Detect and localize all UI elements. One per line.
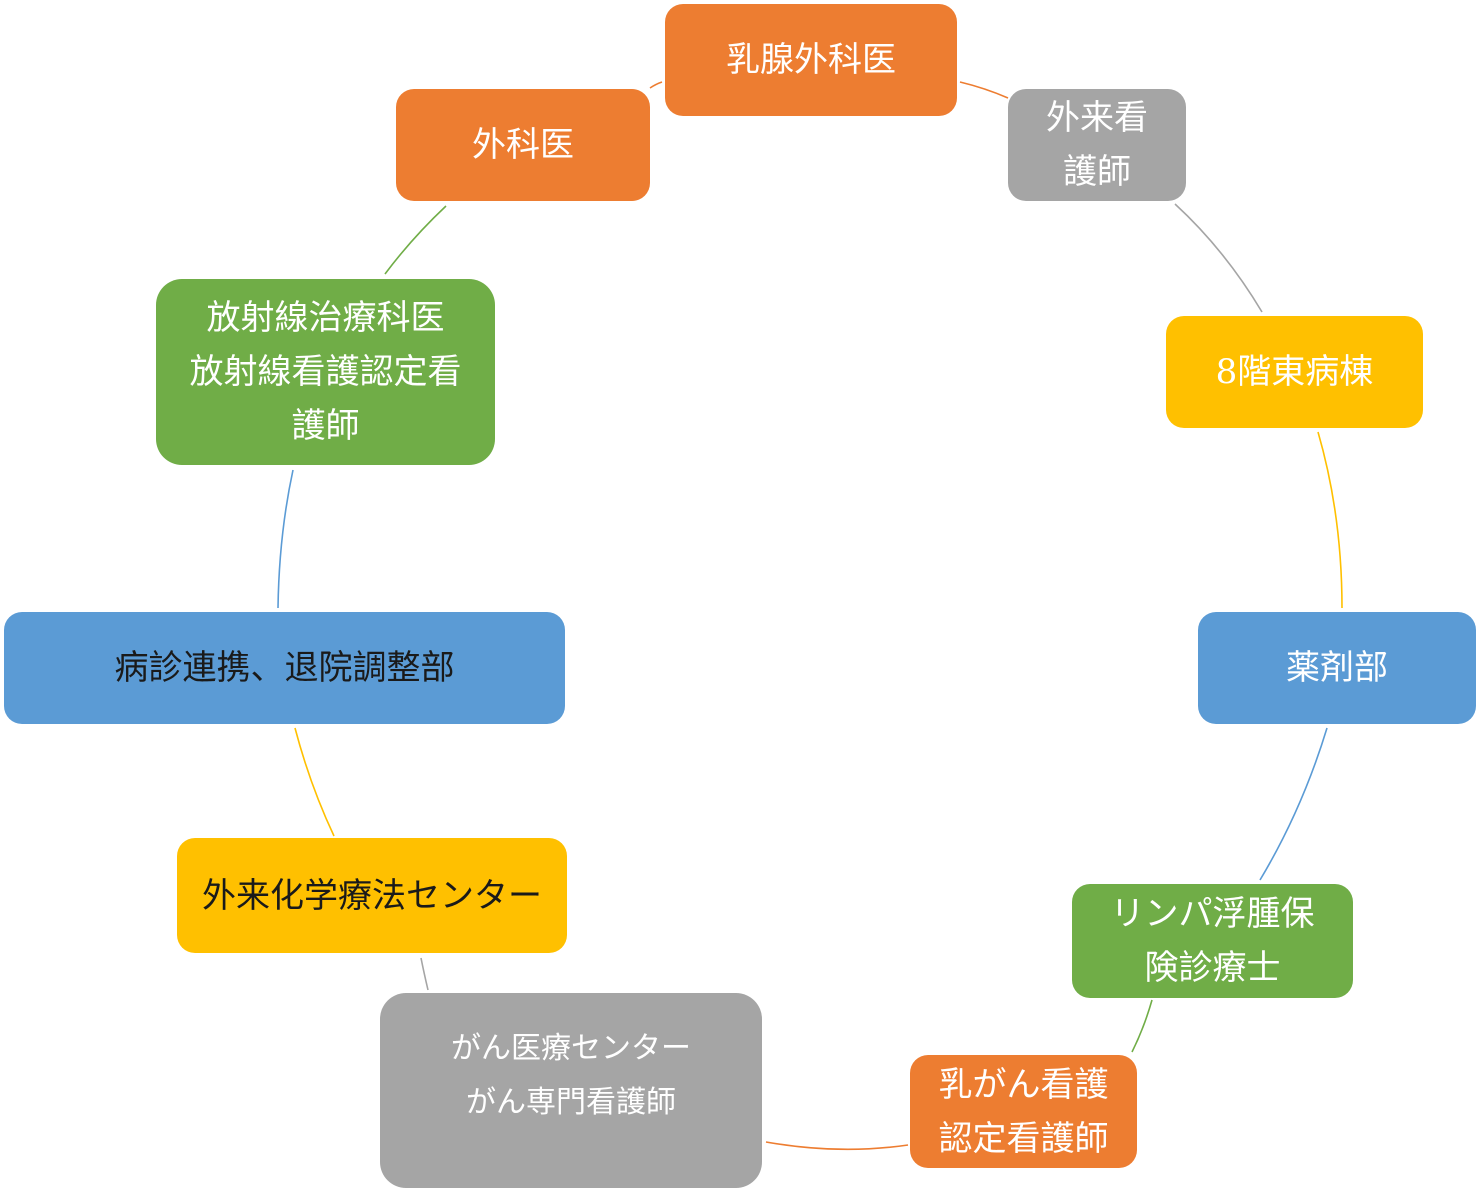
node-label: 放射線看護認定看	[189, 352, 462, 392]
node-label: がん医療センター	[451, 1030, 691, 1066]
connector-chemo-to-liaison	[294, 727, 335, 837]
node-label: 放射線治療科医	[206, 298, 445, 338]
node-label: 乳がん看護	[938, 1064, 1109, 1105]
node-label: 病診連携、退院調整部	[114, 648, 455, 688]
node-label: 護師	[1063, 152, 1131, 192]
node-cancer-center: がん医療センター がん専門看護師	[380, 993, 762, 1188]
connector-surgeon-to-breast-surgeon	[649, 81, 663, 89]
node-outpatient-nurse: 外来看 護師	[1008, 89, 1186, 201]
node-outpatient-chemo-center: 外来化学療法センター	[177, 838, 567, 953]
connector-pharmacy-to-lymphedema	[1259, 727, 1328, 881]
connector-breast-surgeon-to-outpatient-nurse	[959, 81, 1009, 99]
node-label: 外来化学療法センター	[202, 875, 542, 916]
node-surgeon: 外科医	[396, 89, 650, 201]
connector-breast-nurse-to-cancer-center	[765, 1141, 909, 1151]
node-label: 認定看護師	[938, 1118, 1109, 1159]
node-label: 外来看	[1046, 98, 1148, 138]
node-label: 護師	[291, 406, 360, 446]
connector-cancer-center-to-chemo	[420, 957, 429, 991]
node-label: リンパ浮腫保	[1110, 894, 1315, 934]
connector-ward-to-pharmacy	[1317, 431, 1343, 609]
node-pharmacy: 薬剤部	[1198, 612, 1476, 724]
connector-liaison-to-radiation	[277, 469, 294, 609]
node-label: 険診療士	[1144, 948, 1281, 988]
connector-lymphedema-to-breast-nurse	[1131, 999, 1153, 1053]
node-label: 乳腺外科医	[726, 40, 896, 80]
node-label: がん専門看護師	[466, 1084, 676, 1120]
node-label: 薬剤部	[1286, 648, 1388, 688]
node-label: 外科医	[472, 125, 574, 165]
node-breast-surgeon: 乳腺外科医	[665, 4, 957, 116]
node-label: 8階東病棟	[1215, 352, 1374, 392]
node-breast-cancer-nurse: 乳がん看護 認定看護師	[910, 1055, 1137, 1168]
node-lymphedema-therapist: リンパ浮腫保 険診療士	[1072, 884, 1353, 998]
connector-outpatient-nurse-to-ward	[1174, 203, 1263, 313]
node-radiation-oncology: 放射線治療科医 放射線看護認定看 護師	[156, 279, 495, 465]
connector-radiation-to-surgeon	[384, 205, 447, 275]
node-8f-east-ward: 8階東病棟	[1166, 316, 1423, 428]
node-liaison-discharge: 病診連携、退院調整部	[4, 612, 565, 724]
